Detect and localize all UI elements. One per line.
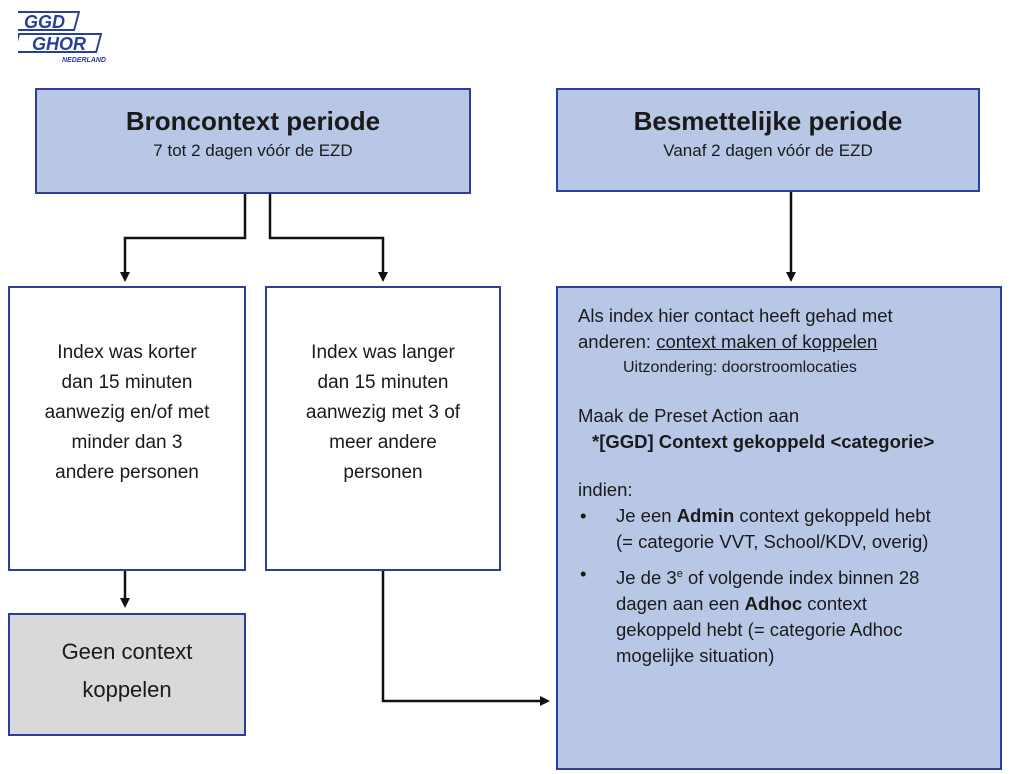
b2-adhoc: Adhoc — [744, 593, 803, 615]
b2-b: of volgende index binnen 28 — [682, 567, 920, 589]
b1-d: (= categorie VVT, School/KDV, overig) — [616, 531, 929, 552]
geen-line-1: Geen context — [61, 639, 193, 664]
ggd-ghor-logo: GGD GHOR NEDERLAND — [10, 8, 128, 66]
condition-admin: • Je een Admin context gekoppeld hebt (=… — [578, 503, 990, 555]
b1-a: Je een — [616, 505, 677, 526]
preset-action-text: Maak de Preset Action aan — [578, 405, 800, 426]
broncontext-subtitle: 7 tot 2 dagen vóór de EZD — [153, 141, 353, 160]
besmettelijke-box: Besmettelijke periode Vanaf 2 dagen vóór… — [556, 88, 980, 192]
b2-a: Je de 3 — [616, 567, 677, 589]
bullet-1: • — [580, 505, 587, 526]
uitzondering-text: Uitzondering: doorstroomlocaties — [623, 359, 857, 376]
arrow-langer-to-right — [381, 570, 550, 706]
logo-line1: GGD — [24, 12, 65, 32]
langer-line-1: Index was langer — [311, 342, 455, 363]
instr-line-1: Als index hier contact heeft gehad met — [578, 305, 893, 326]
langer-box: Index was langer dan 15 minuten aanwezig… — [265, 286, 501, 571]
indien-text: indien: — [578, 479, 633, 500]
logo-line3: NEDERLAND — [62, 57, 106, 64]
instr-line-2: anderen: context maken of koppelen — [578, 329, 990, 355]
besmettelijke-title: Besmettelijke periode — [633, 106, 903, 136]
geen-context-box: Geen context koppelen — [8, 613, 246, 736]
arrow-bron-to-korter — [120, 192, 247, 282]
logo-line2: GHOR — [32, 34, 86, 54]
instr-anderen: anderen: — [578, 331, 657, 352]
b2-e: context — [802, 593, 867, 615]
geen-line-2: koppelen — [82, 677, 172, 702]
broncontext-box: Broncontext periode 7 tot 2 dagen vóór d… — [35, 88, 471, 194]
b2-g: mogelijke situation) — [616, 645, 775, 667]
b2-c: dagen aan een — [616, 593, 745, 615]
besmettelijke-subtitle: Vanaf 2 dagen vóór de EZD — [663, 141, 873, 160]
preset-action-name: *[GGD] Context gekoppeld <categorie> — [592, 431, 935, 452]
langer-line-5: personen — [343, 462, 423, 483]
b2-f: gekoppeld hebt (= categorie Adhoc — [616, 619, 903, 641]
langer-line-4: meer andere — [329, 432, 437, 453]
context-maken-link: context maken of koppelen — [656, 331, 878, 352]
langer-line-3: aanwezig met 3 of — [305, 402, 461, 423]
bullet-2: • — [580, 563, 587, 584]
condition-adhoc: • Je de 3e of volgende index binnen 28 d… — [578, 561, 990, 669]
korter-line-5: andere personen — [55, 462, 199, 483]
korter-line-1: Index was korter — [57, 342, 197, 363]
korter-line-4: minder dan 3 — [71, 432, 183, 453]
conditions-list: • Je een Admin context gekoppeld hebt (=… — [578, 503, 990, 669]
instructions-box: Als index hier contact heeft gehad met a… — [556, 286, 1002, 770]
b1-c: context gekoppeld hebt — [734, 505, 931, 526]
langer-line-2: dan 15 minuten — [317, 372, 449, 393]
b2-sup: e — [676, 568, 683, 580]
korter-box: Index was korter dan 15 minuten aanwezig… — [8, 286, 246, 571]
broncontext-title: Broncontext periode — [125, 106, 381, 136]
arrow-bron-to-langer — [268, 192, 388, 282]
korter-line-3: aanwezig en/of met — [44, 402, 210, 423]
korter-line-2: dan 15 minuten — [61, 372, 193, 393]
b1-admin: Admin — [676, 505, 735, 526]
